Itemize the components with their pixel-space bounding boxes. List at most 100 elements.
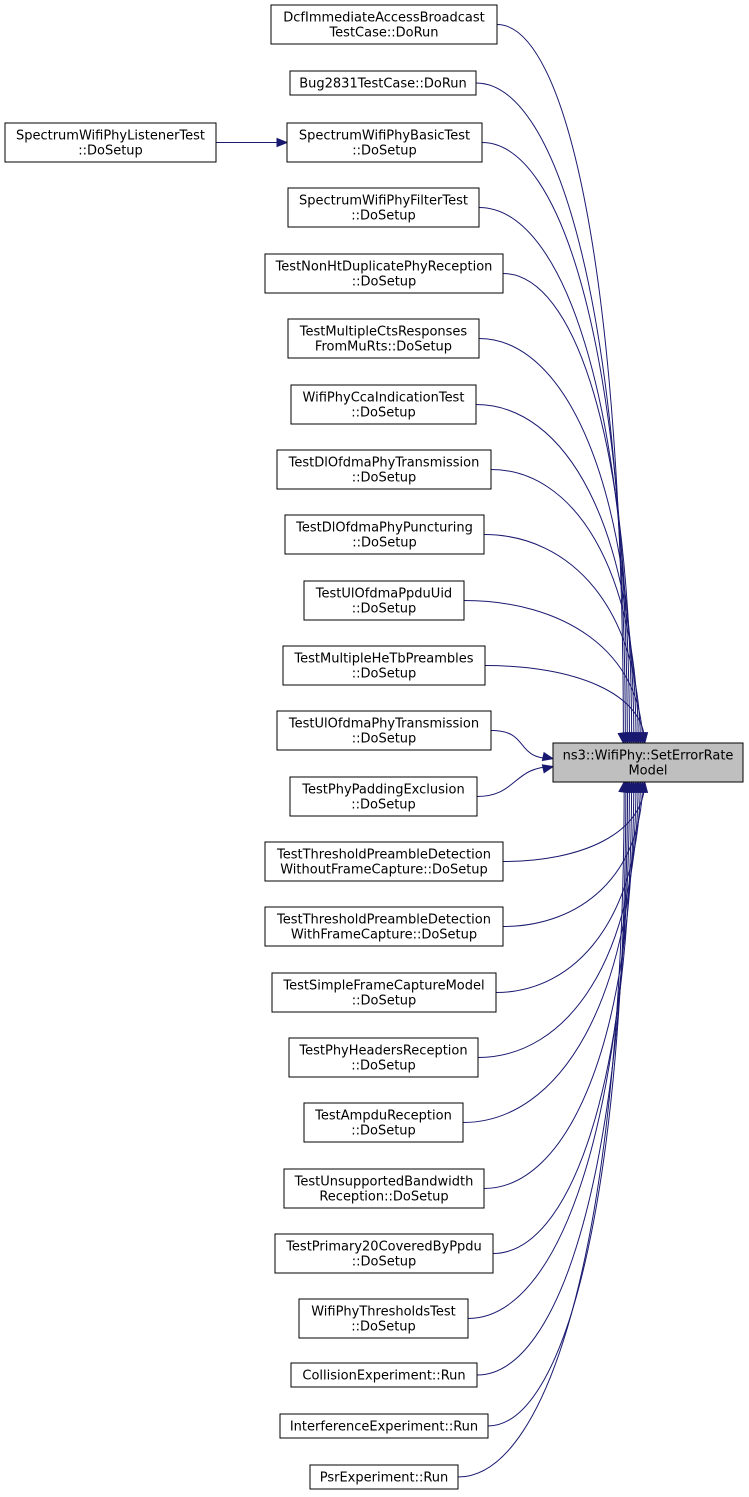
caller-node-n4-label-line: SpectrumWifiPhyFilterTest <box>299 194 468 209</box>
caller-node-n14-label-line: TestThresholdPreambleDetection <box>276 848 491 863</box>
caller-node-n12-label-line: TestUlOfdmaPhyTransmission <box>288 717 479 732</box>
caller-node-n20-label-line: TestPrimary20CoveredByPpdu <box>285 1240 482 1255</box>
caller-node-n15[interactable]: TestThresholdPreambleDetectionWithFrameC… <box>264 906 504 947</box>
edge-n3-to-target <box>481 142 628 744</box>
caller-node-n5-label-line: TestNonHtDuplicatePhyReception <box>275 260 493 275</box>
caller-node-n13-label-line: TestPhyPaddingExclusion <box>301 783 464 798</box>
caller-node-n11[interactable]: TestMultipleHeTbPreambles::DoSetup <box>282 645 486 686</box>
caller-node-n8-label-line: TestDlOfdmaPhyTransmission <box>288 456 480 471</box>
caller-node-n24-label-line: PsrExperiment::Run <box>320 1471 449 1486</box>
caller-node-n3-label-line: SpectrumWifiPhyBasicTest <box>299 129 470 144</box>
caller-node-n13-label-line: ::DoSetup <box>351 798 416 813</box>
caller-node-n16-box <box>271 972 497 1013</box>
edge-n5-to-target <box>502 273 633 744</box>
caller-node-n13[interactable]: TestPhyPaddingExclusion::DoSetup <box>289 776 478 817</box>
caller-node-n14-label-line: WithoutFrameCapture::DoSetup <box>280 863 488 878</box>
caller-node-n2-box <box>289 70 477 96</box>
edge-n9-to-target <box>483 534 641 744</box>
caller-node-n1-label-line: TestCase::DoRun <box>328 26 438 41</box>
caller-node-n23[interactable]: InterferenceExperiment::Run <box>279 1413 489 1439</box>
edge-n21-to-target <box>467 781 630 1319</box>
caller-node-n18-label-line: ::DoSetup <box>351 1124 416 1139</box>
arrowhead-s1 <box>276 137 289 148</box>
caller-node-n7[interactable]: WifiPhyCcaIndicationTest::DoSetup <box>290 384 477 425</box>
edge-n13-to-target <box>476 766 554 797</box>
caller-node-n3[interactable]: SpectrumWifiPhyBasicTest::DoSetup <box>286 122 483 163</box>
caller-node-n4-label-line: ::DoSetup <box>351 209 416 224</box>
caller-node-n21[interactable]: WifiPhyThresholdsTest::DoSetup <box>298 1298 469 1339</box>
edge-layer <box>216 24 649 1478</box>
caller-node-s1[interactable]: SpectrumWifiPhyListenerTest::DoSetup <box>4 122 217 163</box>
caller-node-n8[interactable]: TestDlOfdmaPhyTransmission::DoSetup <box>276 449 492 490</box>
caller-node-n2[interactable]: Bug2831TestCase::DoRun <box>289 70 477 96</box>
caller-node-n22[interactable]: CollisionExperiment::Run <box>290 1362 478 1388</box>
caller-node-n16[interactable]: TestSimpleFrameCaptureModel::DoSetup <box>271 972 497 1013</box>
caller-node-n19-label-line: Reception::DoSetup <box>319 1190 448 1205</box>
caller-node-n9-box <box>284 514 485 555</box>
caller-node-n22-box <box>290 1362 478 1388</box>
caller-node-n14-box <box>264 841 504 882</box>
target-node-label-line: Model <box>628 764 667 779</box>
edge-n16-to-target <box>495 781 641 993</box>
caller-node-n19[interactable]: TestUnsupportedBandwidthReception::DoSet… <box>283 1168 485 1209</box>
caller-node-n6-box <box>287 318 480 359</box>
edge-n22-to-target <box>476 781 629 1376</box>
caller-node-n20[interactable]: TestPrimary20CoveredByPpdu::DoSetup <box>274 1233 494 1274</box>
caller-node-n11-label-line: ::DoSetup <box>352 667 417 682</box>
caller-node-n9-label-line: ::DoSetup <box>352 536 417 551</box>
caller-node-n9[interactable]: TestDlOfdmaPhyPuncturing::DoSetup <box>284 514 485 555</box>
caller-node-n1-label-line: DcfImmediateAccessBroadcast <box>283 11 484 26</box>
caller-node-n10-box <box>303 580 465 621</box>
caller-node-n1[interactable]: DcfImmediateAccessBroadcastTestCase::DoR… <box>270 4 498 45</box>
arrowhead-n24 <box>618 780 628 793</box>
caller-node-n13-box <box>289 776 478 817</box>
caller-node-n7-label-line: WifiPhyCcaIndicationTest <box>303 391 465 406</box>
caller-node-n10[interactable]: TestUlOfdmaPpduUid::DoSetup <box>303 580 465 621</box>
caller-node-n7-box <box>290 384 477 425</box>
edge-n11-to-target <box>484 665 646 744</box>
node-layer: DcfImmediateAccessBroadcastTestCase::DoR… <box>4 4 744 1490</box>
caller-node-s1-label-line: SpectrumWifiPhyListenerTest <box>16 129 205 144</box>
caller-node-n21-box <box>298 1298 469 1339</box>
caller-node-n11-box <box>282 645 486 686</box>
caller-node-n16-label-line: TestSimpleFrameCaptureModel <box>282 979 484 994</box>
caller-node-n4-box <box>287 187 480 228</box>
caller-node-n6[interactable]: TestMultipleCtsResponsesFromMuRts::DoSet… <box>287 318 480 359</box>
caller-node-n17[interactable]: TestPhyHeadersReception::DoSetup <box>288 1037 479 1078</box>
edge-n10-to-target <box>463 600 644 744</box>
caller-node-n10-label-line: ::DoSetup <box>352 602 417 617</box>
caller-node-n14[interactable]: TestThresholdPreambleDetectionWithoutFra… <box>264 841 504 882</box>
caller-node-n5[interactable]: TestNonHtDuplicatePhyReception::DoSetup <box>264 253 504 294</box>
caller-node-n12-label-line: ::DoSetup <box>352 732 417 747</box>
arrowhead-n11 <box>638 732 649 745</box>
caller-node-n4[interactable]: SpectrumWifiPhyFilterTest::DoSetup <box>287 187 480 228</box>
caller-node-n6-label-line: TestMultipleCtsResponses <box>299 325 468 340</box>
edge-n19-to-target <box>483 781 635 1189</box>
caller-node-n20-label-line: ::DoSetup <box>352 1255 417 1270</box>
caller-node-n18[interactable]: TestAmpduReception::DoSetup <box>303 1102 464 1143</box>
edge-n8-to-target <box>490 469 639 744</box>
edge-n12-to-target <box>490 730 554 760</box>
caller-node-n19-label-line: TestUnsupportedBandwidth <box>294 1175 474 1190</box>
edge-n23-to-target <box>487 781 627 1427</box>
edge-n17-to-target <box>477 781 639 1058</box>
target-node-box <box>552 742 744 783</box>
target-node-label-line: ns3::WifiPhy::SetErrorRate <box>563 749 734 764</box>
edge-n24-to-target <box>457 781 625 1478</box>
caller-node-n1-box <box>270 4 498 45</box>
edge-n2-to-target <box>475 82 626 744</box>
caller-node-n17-label-line: TestPhyHeadersReception <box>298 1044 467 1059</box>
caller-node-n2-label-line: Bug2831TestCase::DoRun <box>299 77 467 92</box>
edge-n15-to-target <box>502 781 644 927</box>
caller-node-n12[interactable]: TestUlOfdmaPhyTransmission::DoSetup <box>276 710 492 751</box>
caller-node-n3-box <box>286 122 483 163</box>
caller-node-n22-label-line: CollisionExperiment::Run <box>302 1369 465 1384</box>
caller-node-n15-label-line: WithFrameCapture::DoSetup <box>291 928 477 943</box>
arrowhead-n12 <box>541 751 555 762</box>
arrowhead-n13 <box>541 764 555 774</box>
edge-n20-to-target <box>492 781 633 1254</box>
caller-node-n24[interactable]: PsrExperiment::Run <box>309 1464 459 1490</box>
caller-node-n8-box <box>276 449 492 490</box>
